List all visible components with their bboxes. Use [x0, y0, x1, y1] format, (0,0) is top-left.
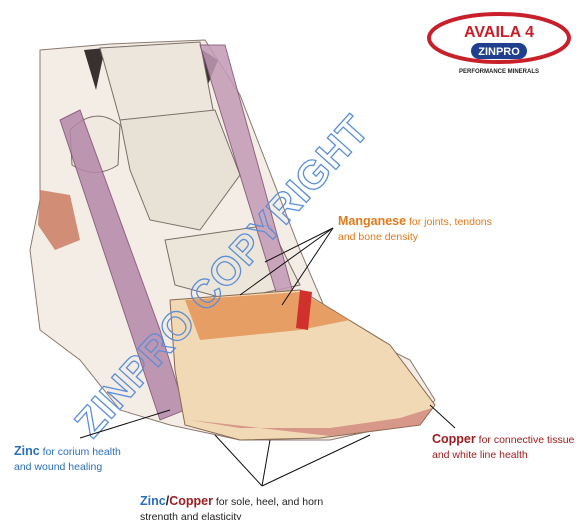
manganese-title: Manganese	[338, 214, 406, 228]
copper-title: Copper	[432, 432, 476, 446]
manganese-line1: for joints, tendons	[409, 216, 492, 228]
zinc-copper-line1: for sole, heel, and horn	[216, 496, 323, 508]
zinc-label: Zinc for corium health and wound healing	[14, 442, 121, 475]
zinc-copper-title-zinc: Zinc	[140, 494, 166, 508]
manganese-label: Manganese for joints, tendons and bone d…	[338, 212, 492, 245]
logo-tagline: PERFORMANCE MINERALS	[459, 69, 539, 75]
logo-sub-text: ZINPRO	[478, 46, 520, 58]
copper-label: Copper for connective tissue and white l…	[432, 430, 574, 463]
zinc-title: Zinc	[14, 444, 40, 458]
manganese-line2: and bone density	[338, 231, 418, 243]
zinc-copper-line2: strength and elasticity	[140, 511, 242, 520]
zinc-copper-label: Zinc/Copper for sole, heel, and horn str…	[140, 492, 323, 520]
availa-logo: AVAILA 4 ZINPRO PERFORMANCE MINERALS	[426, 10, 572, 80]
logo-brand-text: AVAILA 4	[464, 24, 534, 41]
zinc-line2: and wound healing	[14, 461, 102, 473]
copper-line1: for connective tissue	[479, 434, 575, 446]
zinc-copper-title-copper: Copper	[169, 494, 213, 508]
copper-line2: and white line health	[432, 449, 528, 461]
zinc-line1: for corium health	[43, 446, 121, 458]
